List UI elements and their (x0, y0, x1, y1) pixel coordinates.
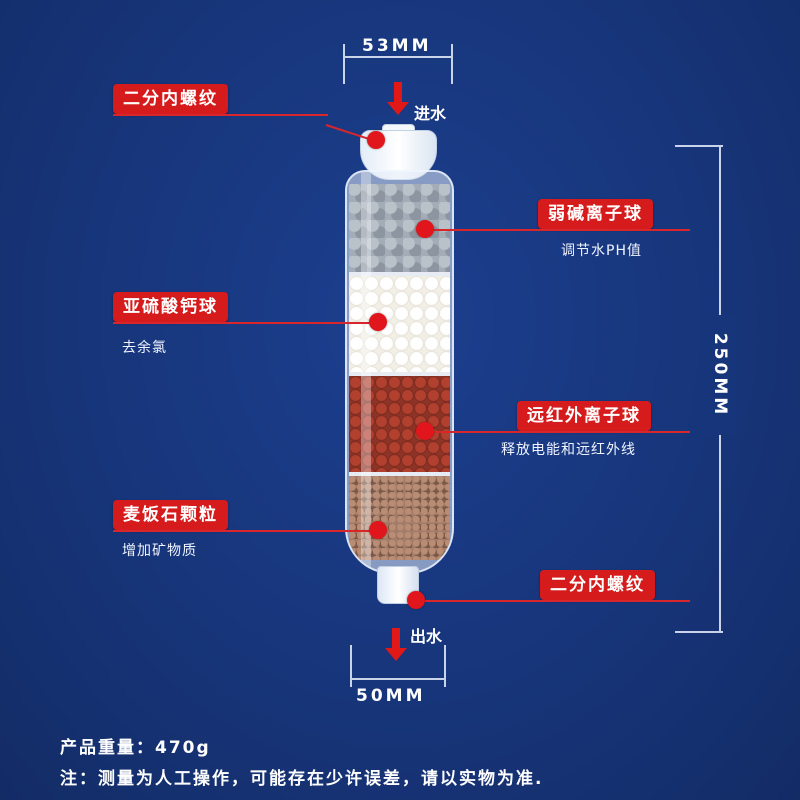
calcium-sulfite-label: 亚硫酸钙球 (113, 292, 228, 322)
top-thread-leader (113, 114, 328, 116)
top-thread-dot (367, 131, 385, 149)
alkaline-ball-label: 弱碱离子球 (538, 199, 653, 229)
top-width-dimension: 53MM (362, 36, 432, 56)
outlet-arrow-icon (385, 628, 407, 662)
measurement-note: 注：测量为人工操作，可能存在少许误差，请以实物为准. (60, 769, 544, 789)
inlet-label: 进水 (414, 104, 447, 123)
top-width-tick-left (343, 44, 345, 84)
maifan-stone-leader (113, 530, 379, 532)
bottom-thread-dot (407, 591, 425, 609)
product-weight: 产品重量：470g (60, 738, 211, 758)
bottom-thread-label: 二分内螺纹 (540, 570, 655, 600)
outlet-label: 出水 (410, 627, 443, 646)
bottom-width-tick-left (350, 645, 352, 687)
alkaline-ball-leader (425, 229, 690, 231)
far-infrared-dot (416, 422, 434, 440)
alkaline-ball-desc: 调节水PH值 (561, 243, 642, 259)
top-width-line (343, 56, 453, 58)
top-thread-label: 二分内螺纹 (113, 84, 228, 114)
alkaline-ball-dot (416, 220, 434, 238)
calcium-sulfite-leader (113, 322, 379, 324)
calcium-sulfite-dot (369, 313, 387, 331)
calcium-sulfite-layer (349, 276, 450, 372)
maifan-stone-dot (369, 521, 387, 539)
maifan-stone-label: 麦饭石颗粒 (113, 500, 228, 530)
height-dimension-label-box (706, 315, 736, 435)
bottom-width-dimension: 50MM (356, 686, 426, 706)
far-infrared-layer (349, 376, 450, 472)
height-tick-bottom (675, 631, 723, 633)
far-infrared-label: 远红外离子球 (517, 401, 651, 431)
bottom-width-tick-right (444, 645, 446, 687)
bottom-thread-leader (425, 600, 690, 602)
top-width-tick-right (451, 44, 453, 84)
filter-cartridge (345, 170, 454, 574)
alkaline-ball-layer (349, 184, 450, 272)
bottom-width-line (350, 678, 446, 680)
height-dimension: 250MM (710, 332, 730, 418)
height-tick-top (675, 145, 723, 147)
far-infrared-desc: 释放电能和远红外线 (501, 442, 636, 458)
maifan-stone-desc: 增加矿物质 (122, 543, 197, 559)
inlet-arrow-icon (387, 82, 409, 116)
far-infrared-leader (425, 431, 690, 433)
maifan-stone-layer (349, 476, 450, 560)
calcium-sulfite-desc: 去余氯 (122, 340, 167, 356)
